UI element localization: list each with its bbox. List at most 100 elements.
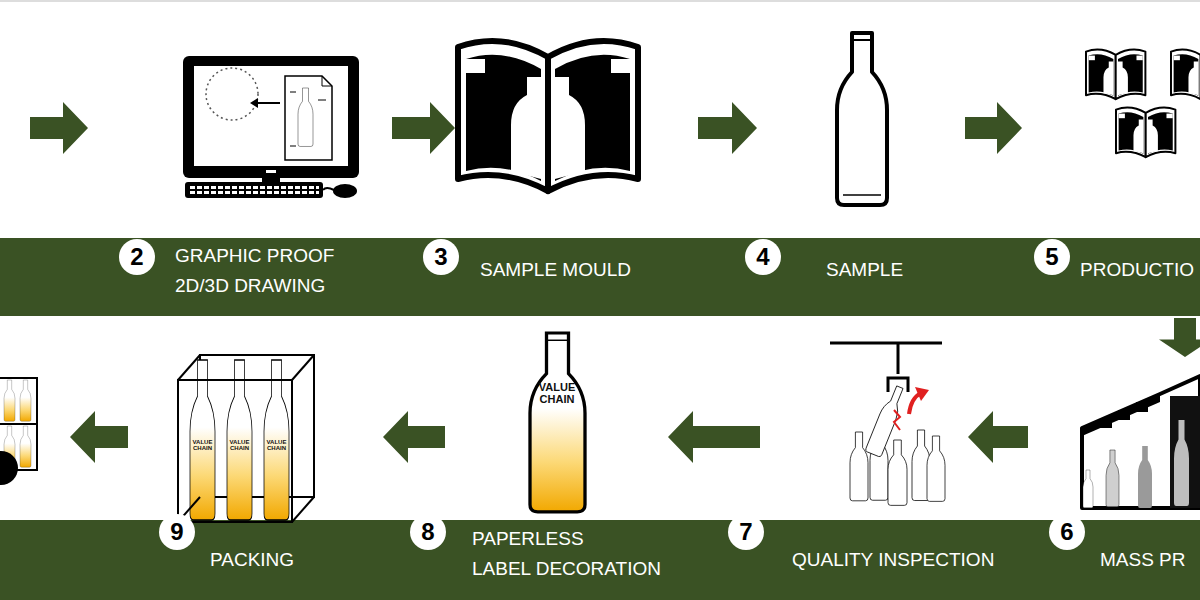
- process-step: 8PAPERLESS LABEL DECORATION: [445, 330, 668, 515]
- bottle-icon: [837, 33, 887, 205]
- mould-icon: [1086, 50, 1145, 100]
- pallet-icon: [20, 380, 31, 421]
- pallet-icon: [0, 378, 37, 485]
- factory-icon: [1082, 394, 1160, 436]
- process-step: 2GRAPHIC PROOF 2D/3D DRAWING: [110, 20, 392, 232]
- inspection-icon: [927, 436, 945, 501]
- frame-line: [0, 1, 1200, 2]
- mould-icon: [458, 41, 638, 191]
- step-label: SAMPLE: [826, 255, 903, 285]
- factory-icon: [1136, 402, 1148, 412]
- inspection-icon: [850, 432, 868, 501]
- pallet-icon: [20, 380, 31, 421]
- crate-icon: [190, 360, 215, 520]
- flow-arrow: [968, 411, 1028, 463]
- step-label: QUALITY INSPECTION: [792, 545, 994, 575]
- factory-icon: [1138, 446, 1152, 508]
- factory-icon: [1082, 376, 1200, 508]
- step-number: 8: [410, 514, 446, 550]
- factory-icon: [1118, 410, 1130, 420]
- inspection-icon: [888, 440, 907, 505]
- process-step: 6MASS PR: [1028, 357, 1198, 515]
- inspection-icon: [830, 342, 942, 345]
- crate-icon: [178, 355, 314, 522]
- computer-icon: [250, 98, 258, 108]
- crate-icon: [264, 360, 289, 520]
- process-step: 7QUALITY INSPECTION: [760, 330, 968, 515]
- factory-icon: [1083, 470, 1093, 508]
- step-number: 5: [1034, 239, 1070, 275]
- inspection-icon: [850, 432, 868, 501]
- decorated-bottle: [530, 333, 585, 512]
- step-number: 4: [745, 239, 781, 275]
- step-band: [0, 238, 1200, 316]
- inspection-icon: [888, 440, 907, 505]
- crate-icon: [292, 497, 314, 522]
- inspection-icon: [897, 343, 900, 374]
- factory-icon: [1138, 446, 1152, 508]
- flow-arrow: [668, 411, 760, 463]
- crate-icon: [264, 360, 289, 520]
- computer-icon: [290, 146, 296, 147]
- step-label-line: GRAPHIC PROOF: [175, 241, 334, 271]
- inspection-icon: [865, 384, 908, 457]
- flow-arrow: [383, 411, 445, 463]
- step-number: 2: [119, 239, 155, 275]
- inspection-icon: [865, 384, 908, 457]
- pallet-icon: [4, 380, 15, 421]
- bottle-icon: [852, 39, 872, 41]
- flow-arrow: [965, 102, 1022, 154]
- computer-icon: [185, 182, 323, 198]
- step-label: SAMPLE MOULD: [480, 255, 631, 285]
- flow-arrow: [1159, 318, 1200, 357]
- process-step: 9PACKING: [130, 330, 383, 515]
- decorated-bottle: [547, 340, 569, 342]
- pallet-icon: [0, 451, 18, 485]
- bottle-label: VALUE CHAIN: [228, 439, 252, 452]
- decorated-bottle: [530, 333, 585, 512]
- inspection-icon: [830, 343, 945, 505]
- bottle-label: VALUE CHAIN: [191, 439, 215, 452]
- step-number: 3: [423, 239, 459, 275]
- step-label: MASS PR: [1100, 545, 1186, 575]
- computer-icon: [333, 184, 357, 198]
- computer-icon: [183, 56, 359, 178]
- pallet-icon: [20, 426, 31, 467]
- step-label: PRODUCTIO: [1080, 255, 1194, 285]
- factory-icon: [1106, 450, 1119, 507]
- computer-icon: [318, 100, 326, 101]
- process-step: 4SAMPLE: [757, 20, 965, 232]
- factory-icon: [1106, 450, 1119, 507]
- computer-icon: [266, 170, 276, 173]
- computer-icon: [194, 66, 348, 166]
- crate-icon: [200, 355, 314, 497]
- pallet-icon: [4, 380, 15, 421]
- flow-arrow: [698, 102, 757, 154]
- factory-icon: [1082, 376, 1200, 508]
- step-label: PAPERLESS LABEL DECORATION: [472, 524, 661, 584]
- bottle-label: VALUE CHAIN: [265, 439, 289, 452]
- computer-icon: [189, 185, 319, 195]
- factory-icon: [1174, 420, 1189, 506]
- flow-arrow: [392, 102, 455, 154]
- step-label: PACKING: [210, 545, 294, 575]
- flow-arrow: [70, 411, 128, 463]
- bottle-icon: [837, 33, 887, 205]
- crate-icon: [227, 360, 252, 520]
- pallet-icon: [0, 423, 37, 425]
- crate-icon: [178, 355, 200, 380]
- bottle-icon: [843, 194, 881, 196]
- factory-icon: [1100, 418, 1112, 428]
- factory-icon: [1174, 420, 1189, 506]
- step-number: 6: [1049, 514, 1085, 550]
- crate-icon: [178, 380, 292, 522]
- process-step: 5 PRODUCTIO: [1022, 20, 1198, 318]
- factory-icon: [1083, 470, 1093, 508]
- flow-arrow: [30, 102, 88, 154]
- computer-icon: [298, 88, 313, 146]
- crate-icon: [227, 360, 252, 520]
- inspection-icon: [915, 387, 929, 401]
- computer-icon: [323, 188, 334, 190]
